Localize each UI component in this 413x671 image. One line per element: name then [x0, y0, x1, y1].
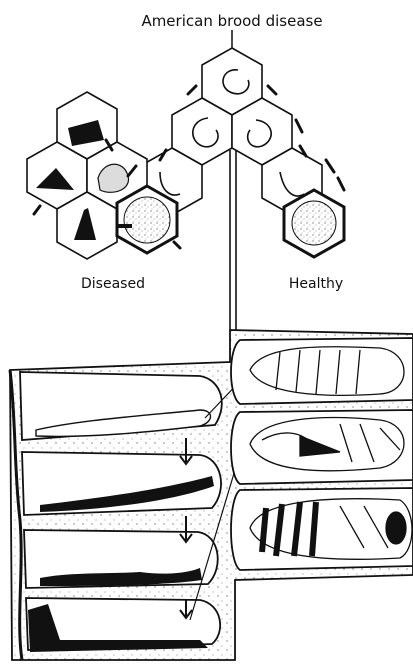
- diagram-title: American brood disease: [141, 12, 322, 30]
- label-diseased: Diseased: [81, 276, 145, 292]
- label-healthy: Healthy: [289, 276, 343, 292]
- capped-cell-diseased: [124, 197, 170, 243]
- healthy-pupa: [250, 418, 404, 471]
- healthy-brood: [250, 347, 412, 560]
- capped-cell-healthy: [292, 201, 336, 245]
